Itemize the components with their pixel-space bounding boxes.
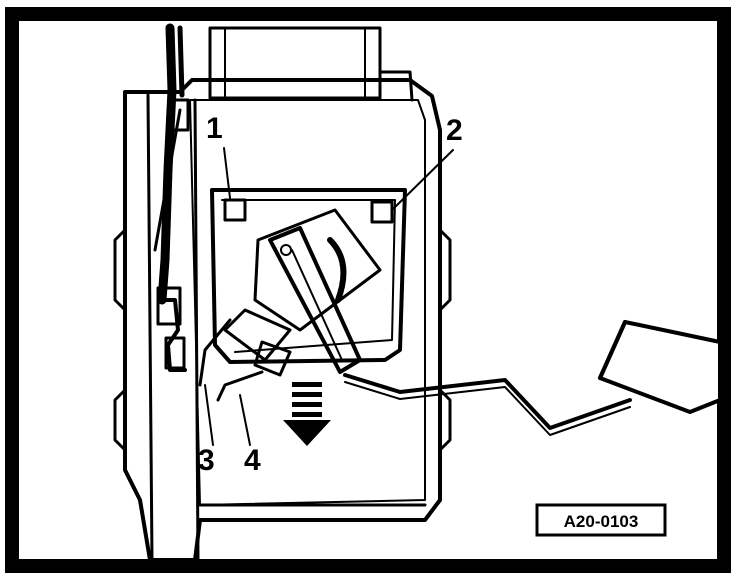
callout-4: 4 [244,444,261,477]
float-arm [268,226,362,374]
illustration [113,23,722,562]
clip-right [370,200,394,224]
callout-1: 1 [206,112,223,145]
wire-4 [216,370,264,402]
housing-outer [123,78,442,562]
wire-3 [198,318,232,387]
connector [223,308,292,362]
opening-frame [210,188,407,364]
callout-2: 2 [446,114,463,147]
callout-3: 3 [198,444,215,477]
reference-code-box [535,503,667,537]
float-arc [327,237,347,303]
clip-left [223,198,247,222]
upper-pillar [208,26,382,100]
float-rod [343,373,632,430]
reference-code: A20-0103 [564,512,639,531]
removal-direction-arrow [283,382,331,446]
diagram-frame [5,7,731,573]
